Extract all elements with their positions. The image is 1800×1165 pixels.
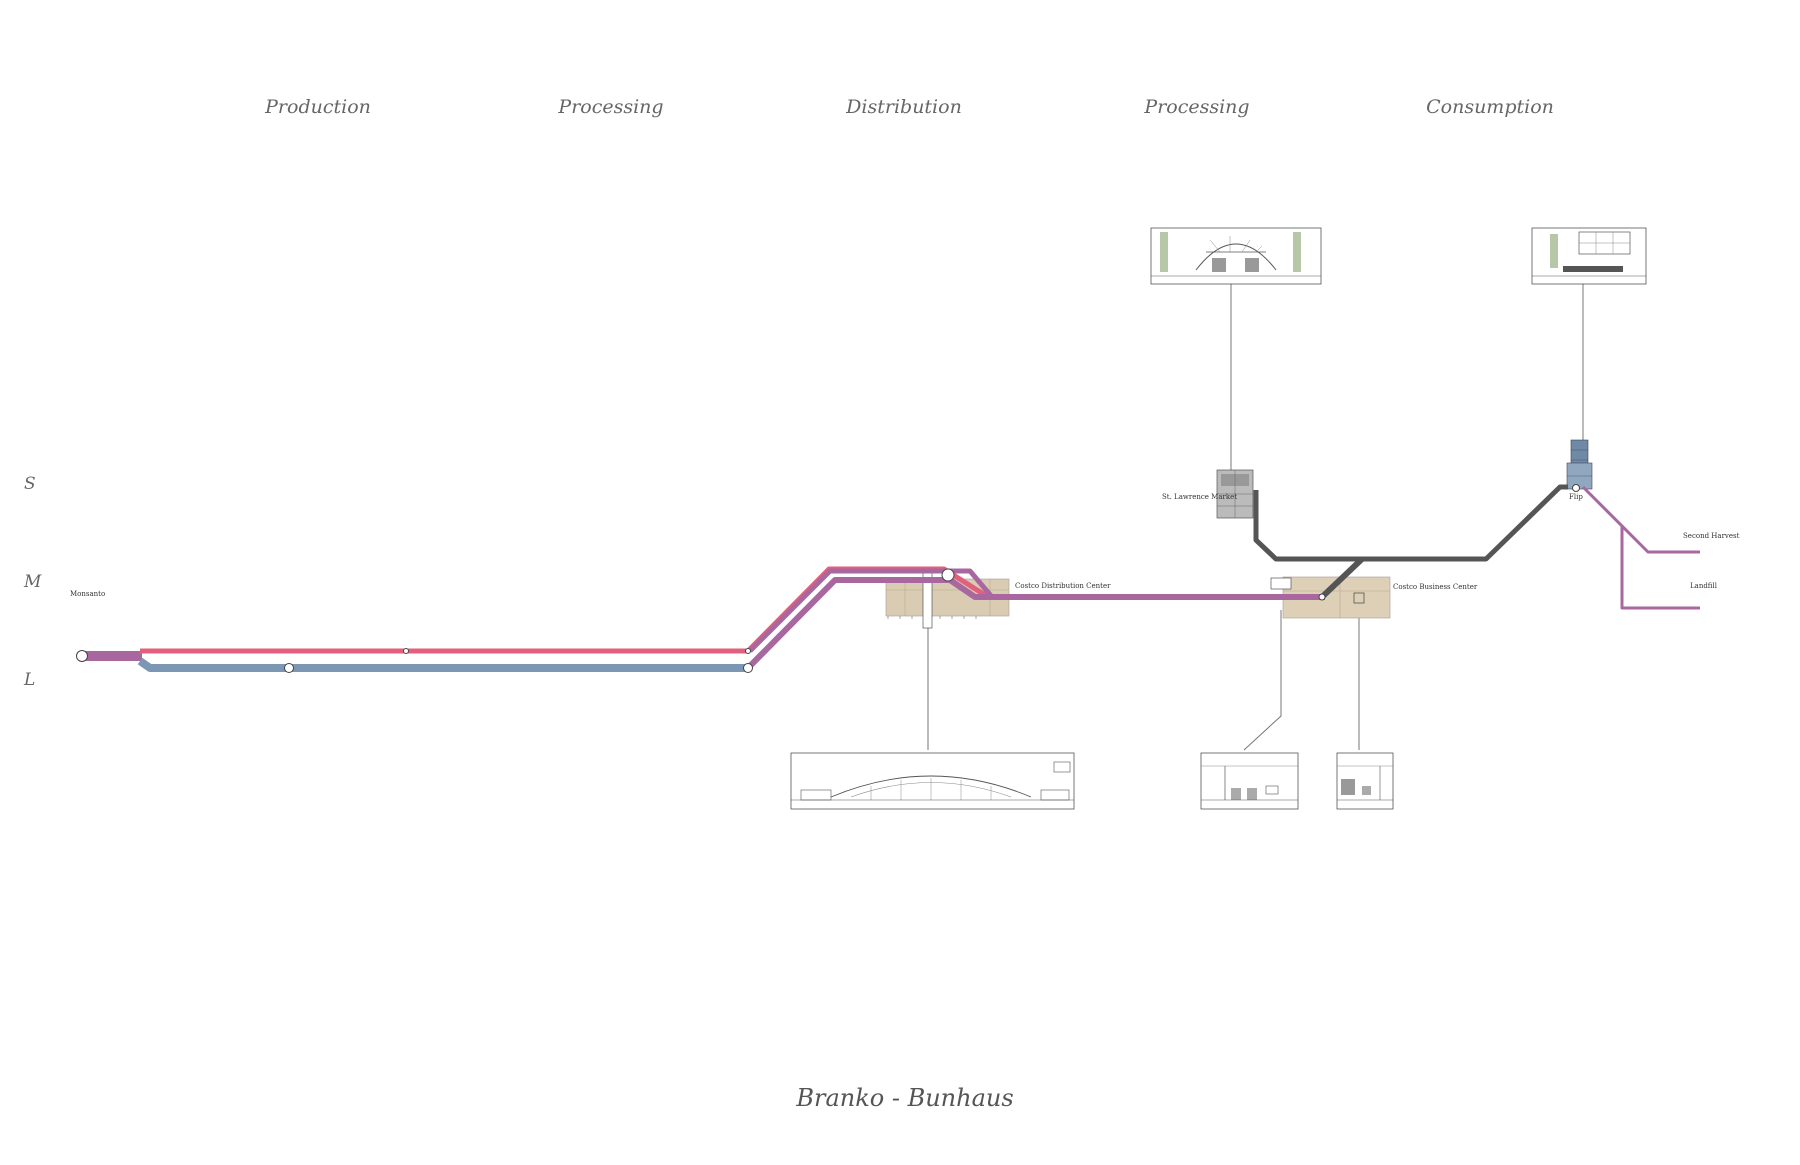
stage-consumption: Consumption — [1426, 96, 1554, 118]
node-label-flip: Flip — [1569, 493, 1583, 501]
line-purple-upper — [748, 568, 994, 653]
node-label-st-lawrence-market: St. Lawrence Market — [1162, 493, 1238, 501]
stage-distribution: Distribution — [846, 96, 962, 118]
stage-processing-1: Processing — [558, 96, 664, 118]
station-blue-end — [743, 663, 753, 673]
building-flip — [1566, 439, 1593, 490]
station-origin — [76, 650, 88, 662]
stage-processing-2: Processing — [1144, 96, 1250, 118]
node-label-monsanto: Monsanto — [70, 590, 106, 598]
drawing-distribution-section — [790, 752, 1075, 810]
scale-label-m: M — [24, 572, 42, 592]
node-label-distribution-center: Costco Distribution Center — [1015, 582, 1111, 590]
leader-business-left — [1243, 610, 1282, 751]
stage-production: Production — [265, 96, 371, 118]
station-flip — [1572, 484, 1580, 492]
station-pink-end — [745, 648, 751, 654]
station-markers — [76, 484, 1580, 673]
node-label-landfill: Landfill — [1690, 582, 1717, 590]
station-business — [1318, 593, 1326, 601]
line-purple-lower — [745, 577, 1325, 671]
station-pink-mid — [403, 648, 409, 654]
line-branch-landfill — [1620, 525, 1700, 610]
building-market — [1216, 469, 1254, 519]
line-dark-business — [1319, 556, 1365, 600]
drawing-market-section — [1150, 227, 1322, 285]
station-distribution — [941, 568, 955, 582]
drawing-business-section-right — [1336, 752, 1394, 810]
line-branch-second-harvest — [1581, 485, 1700, 554]
node-label-second-harvest: Second Harvest — [1683, 532, 1740, 540]
line-dark-market — [1253, 484, 1568, 562]
station-blue-mid — [284, 663, 294, 673]
drawing-business-section-left — [1200, 752, 1299, 810]
scale-label-s: S — [24, 474, 36, 494]
node-label-business-center: Costco Business Center — [1393, 583, 1478, 591]
drawing-flip-section — [1531, 227, 1647, 285]
scale-label-l: L — [24, 670, 36, 690]
page-title: Branko - Bunhaus — [796, 1084, 1014, 1112]
line-blue — [137, 657, 748, 672]
